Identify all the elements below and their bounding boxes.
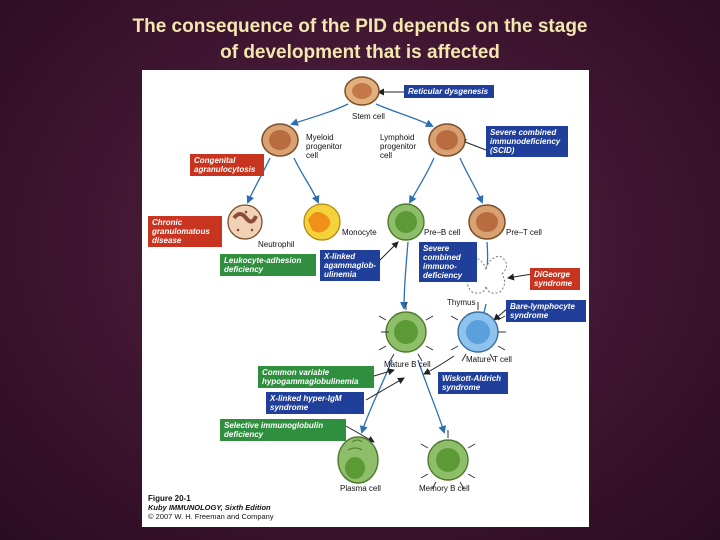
label-lymphoid: Lymphoid progenitor cell [380,133,417,160]
arrow-matureb-memory [417,359,447,434]
lineage-diagram [227,76,533,490]
defect-scid-mid: Severe combined immuno-deficiency [419,242,477,282]
pointer-digeorge [507,273,533,281]
caption-source: Kuby IMMUNOLOGY, Sixth Edition [148,503,271,512]
pointer-cvid [373,368,395,377]
pointer-hyperigm [365,377,405,401]
arrow-maturet-help [423,355,455,375]
mature-b-cell [378,302,434,362]
neutrophil-cell [227,204,263,240]
defect-cvid: Common variable hypogammaglobulinemia [258,366,374,388]
label-neutrophil: Neutrophil [258,240,295,249]
pre-b-cell [387,203,425,241]
arrow-myeloid-neutrophil [246,157,271,204]
pointer-xla [377,241,399,263]
arrow-preb-matureb [400,241,409,310]
pre-t-cell [468,204,506,240]
arrow-matureb-plasma [359,359,393,434]
defect-bare-lymphocyte: Bare-lymphocyte syndrome [506,300,586,322]
myeloid-progenitor-cell [261,123,299,157]
label-myeloid: Myeloid progenitor cell [306,133,343,160]
caption-copyright: © 2007 W. H. Freeman and Company [148,512,274,521]
arrow-stem-myeloid [290,103,349,126]
slide-title: The consequence of the PID depends on th… [0,14,720,66]
label-pre-t: Pre–T cell [506,228,542,237]
defect-wiskott-aldrich: Wiskott-Aldrich syndrome [438,372,508,394]
defect-congenital-agranulocytosis: Congenital agranulocytosis [190,154,264,176]
label-plasma: Plasma cell [340,484,381,493]
defect-selective-ig: Selective immunoglobulin deficiency [220,419,346,441]
label-mature-t: Mature T cell [466,355,512,364]
title-line-2: of development that is affected [220,42,500,63]
plasma-cell [337,436,379,484]
defect-x-linked-hyper-igm: X-linked hyper-IgM syndrome [266,392,364,414]
stem-cell [344,76,380,106]
figure-caption: Figure 20-1 Kuby IMMUNOLOGY, Sixth Editi… [148,494,274,521]
pointer-selective [345,425,375,443]
defect-scid-top: Severe combined immunodeficiency (SCID) [486,126,568,157]
monocyte-cell [303,203,341,241]
defect-digeorge: DiGeorge syndrome [530,268,580,290]
arrow-stem-lymphoid [375,103,434,127]
memory-b-cell [420,430,476,490]
lymphoid-progenitor-cell [428,123,466,157]
defect-chronic-granulomatous: Chronic granulomatous disease [148,216,222,247]
pointer-bare [493,307,509,321]
figure-panel: Stem cell Myeloid progenitor cell Lympho… [142,70,589,527]
caption-figure-number: Figure 20-1 [148,494,191,503]
title-line-1: The consequence of the PID depends on th… [132,16,588,37]
label-stem-cell: Stem cell [352,112,385,121]
label-mature-b: Mature B cell [384,360,431,369]
label-thymus: Thymus [447,298,476,307]
arrow-myeloid-monocyte [293,157,320,204]
defect-xla: X-linked agammaglob-ulinemia [320,250,380,281]
arrow-lymphoid-preb [409,157,435,204]
label-memory-b: Memory B cell [419,484,470,493]
defect-leukocyte-adhesion: Leukocyte-adhesion deficiency [220,254,316,276]
label-pre-b: Pre–B cell [424,228,461,237]
mature-t-cell [450,302,506,362]
label-monocyte: Monocyte [342,228,377,237]
defect-reticular-dysgenesis: Reticular dysgenesis [404,85,494,98]
arrow-lymphoid-pret [459,157,484,204]
